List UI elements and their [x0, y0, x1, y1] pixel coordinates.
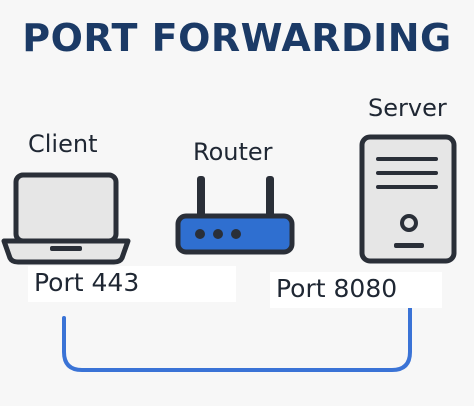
server-port-label: Port 8080	[270, 272, 442, 308]
laptop-icon	[1, 172, 131, 265]
diagram-title: PORT FORWARDING	[22, 16, 452, 60]
server-label: Server	[368, 94, 447, 122]
router-label: Router	[193, 138, 273, 166]
connection-line	[62, 294, 412, 372]
client-port-label: Port 443	[28, 266, 236, 302]
router-icon	[175, 176, 295, 255]
server-icon	[359, 134, 457, 264]
client-label: Client	[28, 130, 98, 158]
